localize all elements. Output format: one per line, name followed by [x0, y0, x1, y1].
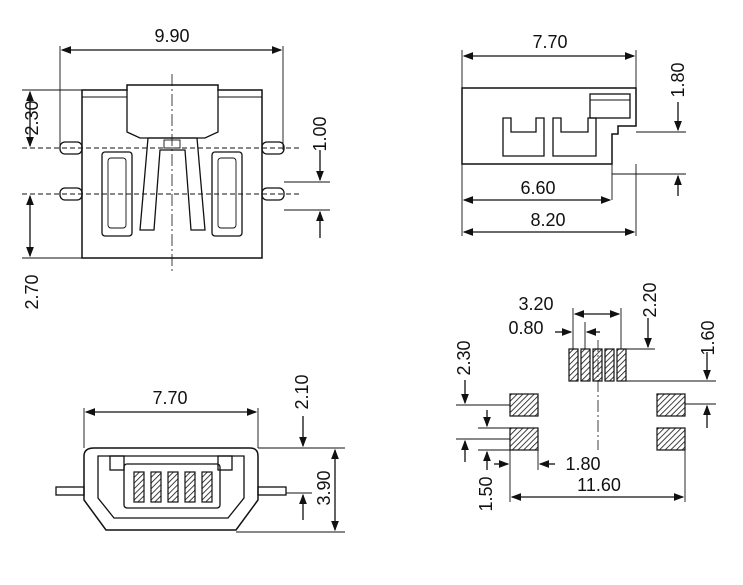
- front-height-dim-label: 3.90: [314, 470, 334, 505]
- front-top-offset-dim-label: 2.10: [292, 374, 312, 409]
- side-width-dim-label: 7.70: [532, 32, 567, 52]
- side-inner-width-dim-label: 6.60: [520, 178, 555, 198]
- fp-left-height-dim-label: 2.30: [454, 340, 474, 375]
- fp-span-dim-label: 3.20: [518, 294, 553, 314]
- side-height-dim-label: 1.80: [668, 62, 688, 97]
- signal-pad: [604, 348, 615, 382]
- mount-pad: [509, 393, 539, 417]
- fp-pad-width-dim-label: 1.80: [565, 454, 600, 474]
- front-view: 7.70 2.10 3.90: [55, 374, 345, 533]
- fp-right-offset-dim-label: 1.60: [698, 320, 718, 355]
- signal-pad: [568, 348, 579, 382]
- fp-pad-height-dim-label: 2.20: [640, 282, 660, 317]
- signal-pad: [616, 348, 627, 382]
- fp-pad-spacing-dim-label: 1.50: [476, 476, 496, 511]
- top-left-upper-dim-label: 2.30: [22, 100, 42, 135]
- top-left-lower-dim-label: 2.70: [22, 274, 42, 309]
- footprint-view: 3.20 0.80 2.20 1.60 2.30 1.50 1.80: [454, 282, 718, 511]
- fp-overall-width-dim-label: 11.60: [577, 475, 621, 495]
- fp-pitch-dim-label: 0.80: [508, 318, 543, 338]
- mount-pad: [656, 427, 686, 451]
- signal-pad: [580, 348, 591, 382]
- signal-pad: [592, 348, 603, 382]
- top-view: 9.90 2.30 2.70 1.00: [22, 26, 330, 310]
- front-width-dim-label: 7.70: [152, 388, 187, 408]
- side-view: 7.70 1.80 6.60 8.20: [461, 32, 688, 236]
- mount-pad: [656, 393, 686, 417]
- top-width-dim-label: 9.90: [154, 26, 189, 46]
- mount-pad: [509, 427, 539, 451]
- side-overall-width-dim-label: 8.20: [530, 210, 565, 230]
- top-right-dim-label: 1.00: [310, 116, 330, 151]
